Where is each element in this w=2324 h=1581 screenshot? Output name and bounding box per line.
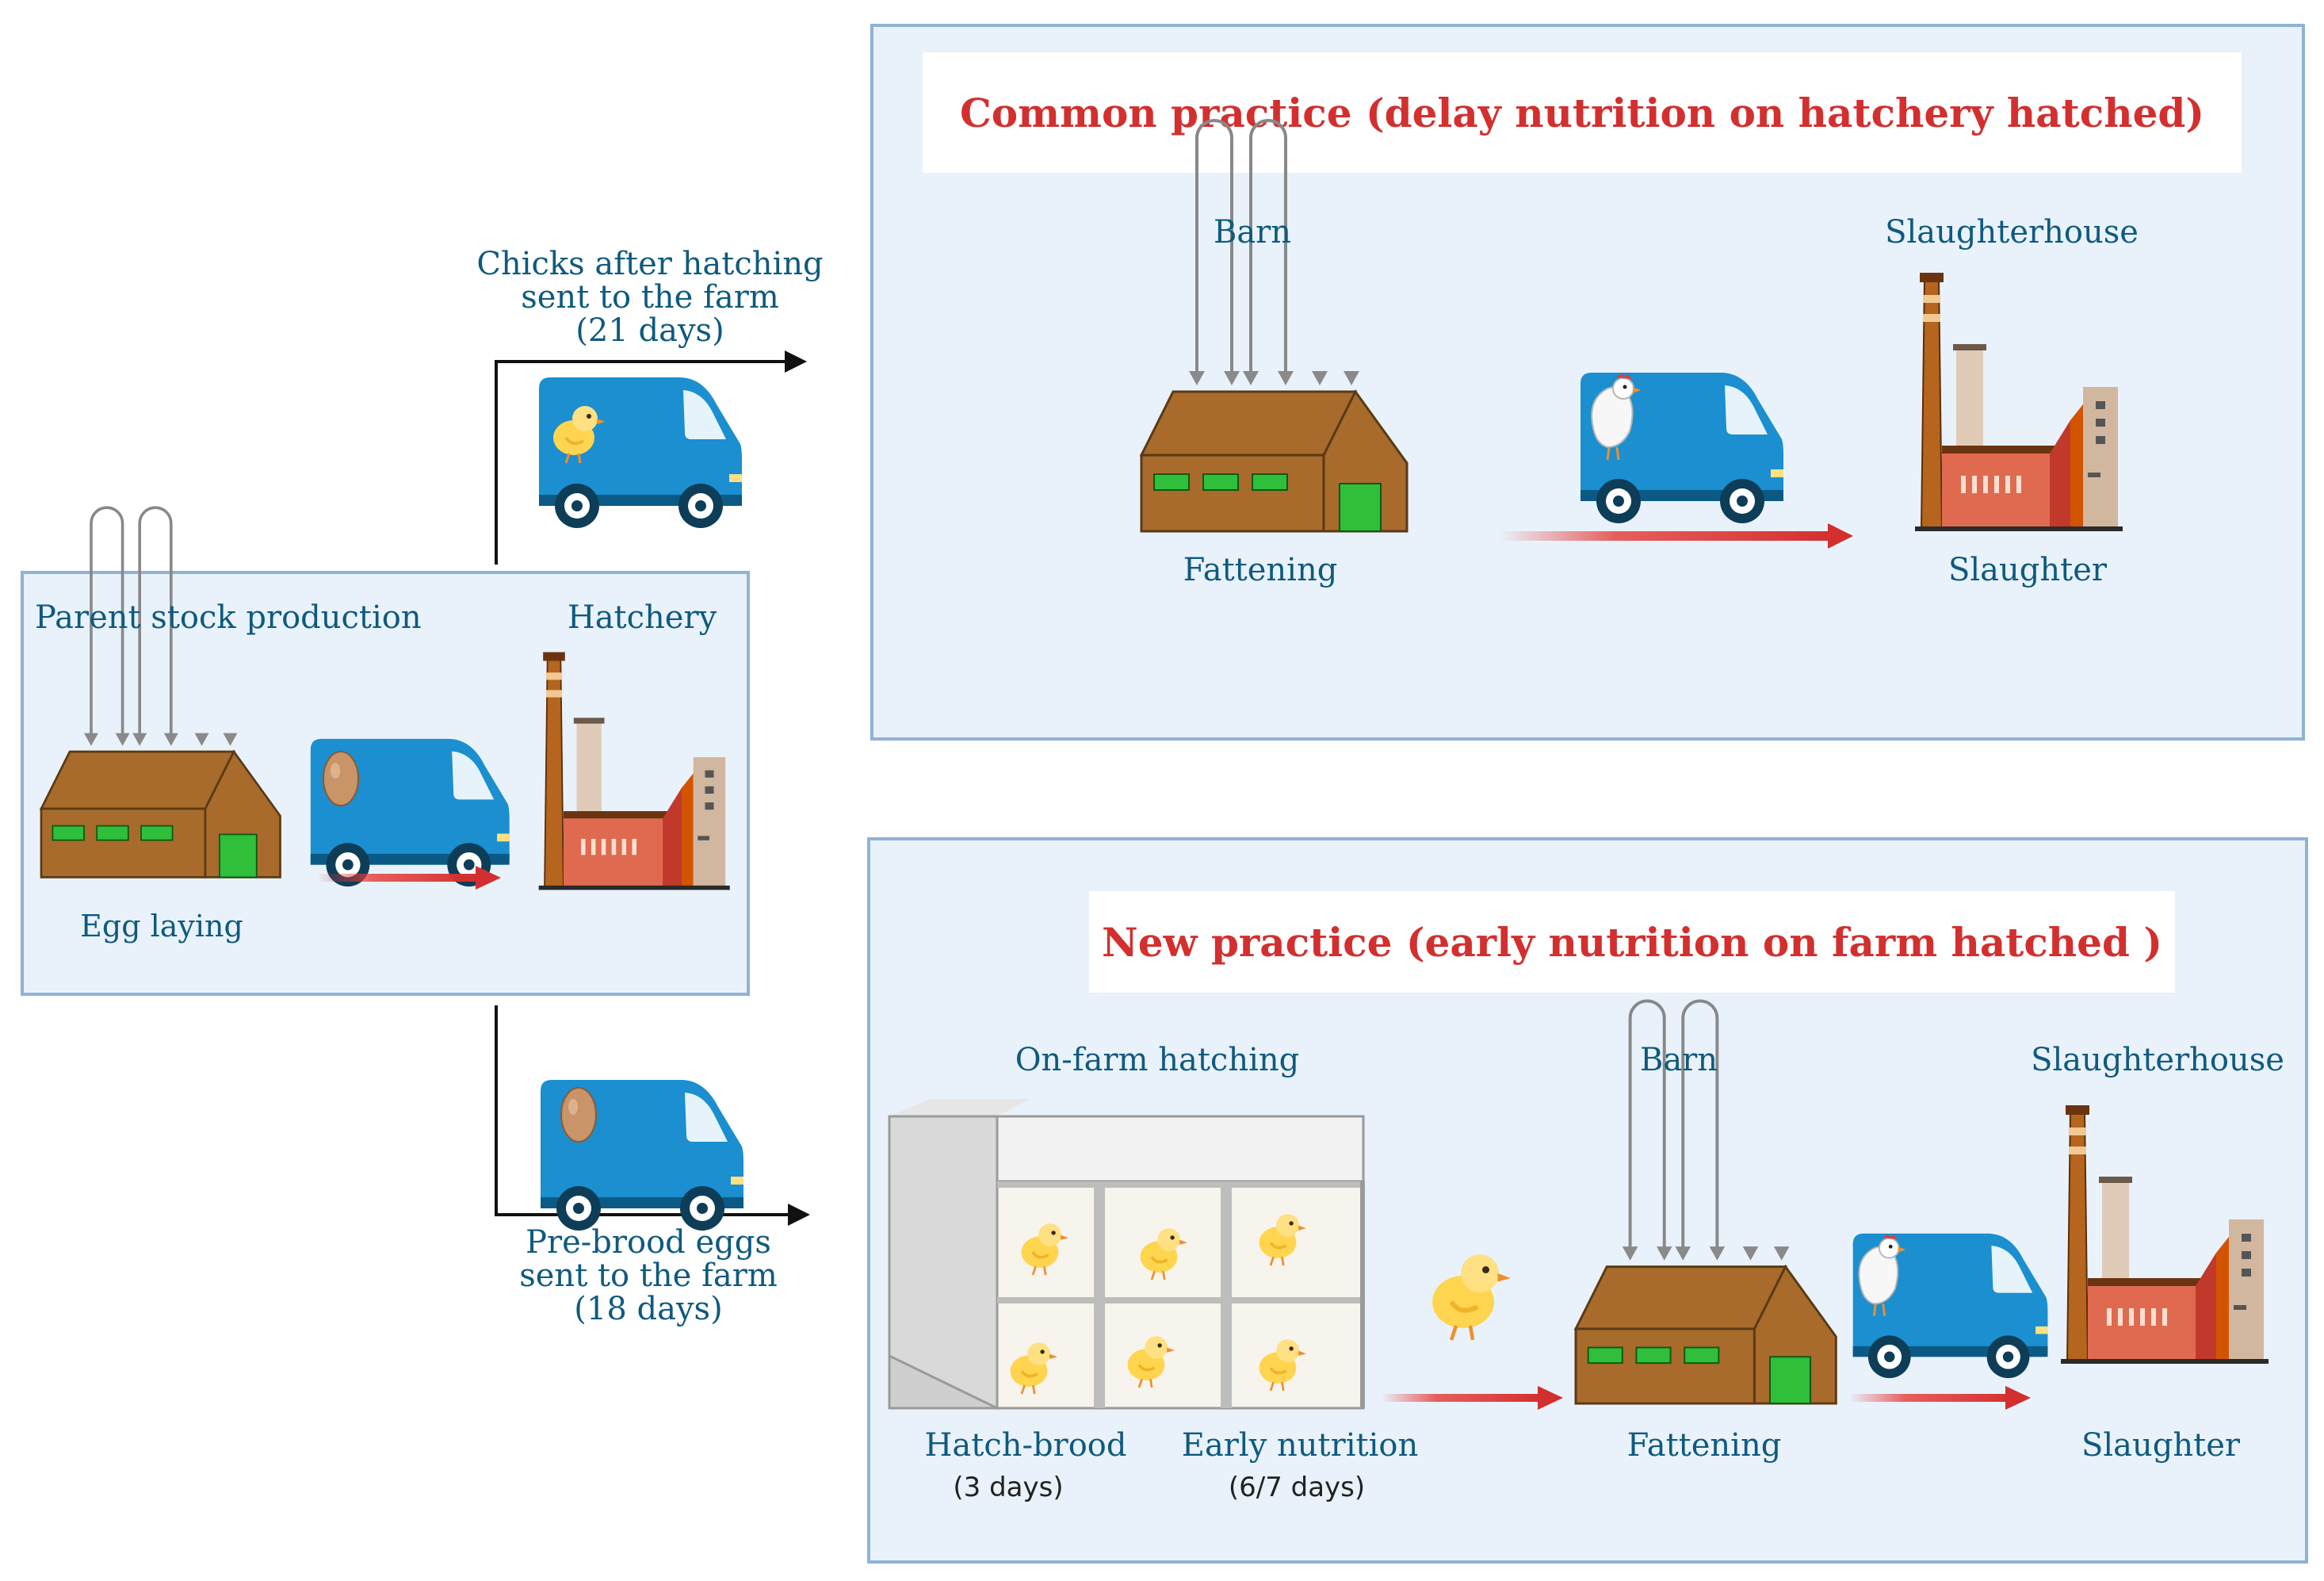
new-barn-label: Barn (1639, 1042, 1718, 1078)
egg-laying-label: Egg laying (80, 909, 243, 944)
transfer-chick-icon (1432, 1254, 1511, 1340)
early-nutrition-label: Early nutrition (1181, 1427, 1419, 1464)
common-slaughterhouse-label: Slaughterhouse (1885, 214, 2139, 251)
hatchery-factory-icon (537, 651, 731, 891)
common-red-arrow-head (1828, 523, 1853, 549)
hatcher-cabinet-icon (888, 1099, 1365, 1411)
new-red-arrow-2-shaft (1848, 1394, 2013, 1402)
new-slaughterhouse-icon (2060, 1104, 2269, 1365)
new-red-arrow-1-shaft (1381, 1394, 1539, 1402)
new-red-arrow-1-head (1538, 1386, 1563, 1410)
hatch-brood-label: Hatch-brood (924, 1427, 1127, 1464)
top-route-line-3: (21 days) (575, 312, 724, 349)
common-barn-label: Barn (1213, 214, 1292, 251)
bottom-route-line-1: Pre-brood eggs (526, 1224, 771, 1261)
early-nutrition-days: (6/7 days) (1228, 1472, 1366, 1503)
common-red-arrow-shaft (1500, 531, 1833, 541)
hatch-brood-days: (3 days) (953, 1472, 1064, 1503)
new-fattening-label: Fattening (1626, 1427, 1782, 1464)
hatchery-label: Hatchery (567, 599, 717, 636)
bottom-route-line-2: sent to the farm (519, 1258, 778, 1294)
common-fattening-label: Fattening (1183, 552, 1338, 588)
new-red-arrow-2-head (2005, 1386, 2031, 1410)
new-practice-title: New practice (early nutrition on farm ha… (1101, 918, 2162, 966)
common-slaughter-label: Slaughter (1947, 552, 2108, 588)
parent-red-arrow-head (476, 866, 501, 890)
van-egg-bottom-icon (560, 1087, 597, 1143)
parent-red-arrow-shaft (317, 874, 476, 882)
on-farm-hatching-label: On-farm hatching (1015, 1042, 1300, 1078)
new-slaughterhouse-label: Slaughterhouse (2031, 1042, 2284, 1078)
bottom-route-line-3: (18 days) (574, 1291, 723, 1327)
parent-stock-production-label: Parent stock production (35, 599, 422, 636)
common-slaughterhouse-icon (1914, 272, 2123, 532)
new-slaughter-label: Slaughter (2081, 1427, 2241, 1464)
top-route-label: Chicks after hatching sent to the farm (… (476, 247, 823, 347)
van-egg-icon (323, 751, 359, 806)
common-barn-icon (1140, 119, 1409, 533)
top-route-line-1: Chicks after hatching (476, 246, 824, 282)
parent-barn-icon (40, 506, 282, 879)
bottom-route-arrowhead (788, 1204, 810, 1226)
top-route-arrowhead (785, 350, 807, 373)
new-practice-title-box: New practice (early nutrition on farm ha… (1089, 891, 2175, 993)
top-route-line-2: sent to the farm (521, 279, 779, 316)
bottom-route-label: Pre-brood eggs sent to the farm (18 days… (519, 1226, 778, 1326)
common-practice-title: Common practice (delay nutrition on hatc… (959, 89, 2205, 136)
common-practice-title-box: Common practice (delay nutrition on hatc… (923, 52, 2242, 173)
